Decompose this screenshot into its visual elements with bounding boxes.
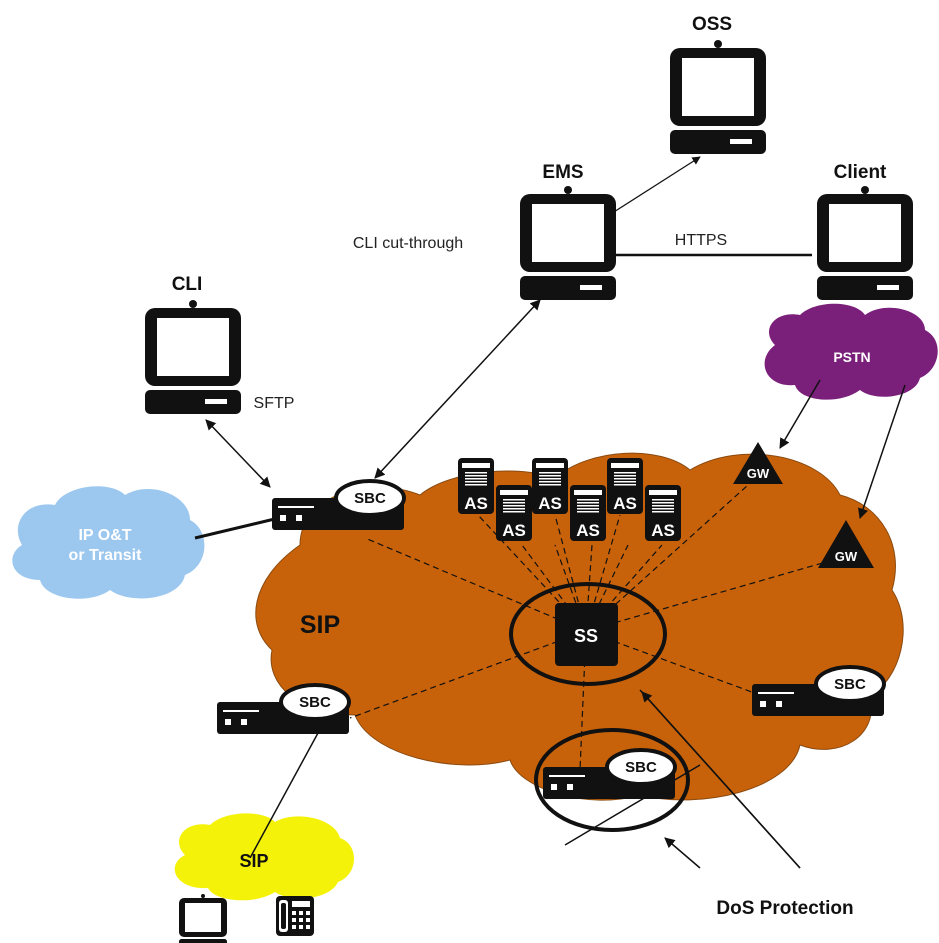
as-server-6[interactable]: AS [645, 485, 681, 541]
pstn-cloud [764, 303, 938, 400]
sip-access-label: SIP [239, 851, 268, 871]
pstn-label: PSTN [833, 349, 870, 365]
as-label: AS [464, 494, 488, 513]
phone-icon[interactable] [276, 896, 314, 936]
ems-label: EMS [542, 162, 583, 183]
as-label: AS [502, 521, 526, 540]
as-server-1[interactable]: AS [458, 458, 494, 514]
softswitch-ss[interactable]: SS [555, 603, 618, 666]
sbc-right[interactable]: SBC [750, 665, 886, 718]
cli-label: CLI [172, 274, 203, 295]
cli-terminal[interactable] [145, 300, 241, 414]
sip-access-cloud [174, 813, 355, 901]
gw-top-label: GW [747, 466, 770, 481]
https-label: HTTPS [675, 232, 727, 249]
sbc-dos-ring [534, 728, 690, 832]
ss-label: SS [574, 626, 598, 646]
as-label: AS [576, 521, 600, 540]
gw-right[interactable]: GW [818, 520, 874, 568]
ss-dos-ring [509, 582, 667, 686]
dos-arrow-ss [641, 691, 801, 869]
sbc-left-label: SBC [299, 694, 331, 711]
as-label: AS [651, 521, 675, 540]
as-server-5[interactable]: AS [570, 485, 606, 541]
ip-ot-cloud [12, 486, 205, 599]
gw-right-label: GW [835, 549, 858, 564]
sbc-right-label: SBC [834, 676, 866, 693]
client-label: Client [834, 162, 887, 183]
sbc-left[interactable]: SBC [215, 683, 351, 736]
cli-cut-through-label: CLI cut-through [353, 235, 463, 252]
sbc-bottom[interactable]: SBC [541, 748, 677, 801]
as-label: AS [613, 494, 637, 513]
client-terminal[interactable] [817, 186, 913, 300]
sbc-top[interactable]: SBC [270, 479, 406, 532]
sbc-top-label: SBC [354, 490, 386, 507]
as-server-2[interactable]: AS [532, 458, 568, 514]
access-terminal-icon[interactable] [179, 894, 227, 943]
as-server-3[interactable]: AS [607, 458, 643, 514]
dos-protection-label: DoS Protection [716, 898, 853, 919]
dos-arrow-sbc [664, 837, 701, 869]
sftp-label: SFTP [254, 395, 295, 412]
ems-terminal[interactable] [520, 186, 616, 300]
as-server-4[interactable]: AS [496, 485, 532, 541]
ip-cloud-line2: or Transit [69, 547, 143, 564]
oss-terminal[interactable] [670, 40, 766, 154]
as-label: AS [538, 494, 562, 513]
sbc-bottom-label: SBC [625, 759, 657, 776]
ip-cloud-line1: IP O&T [78, 527, 131, 544]
sip-core-label: SIP [300, 611, 340, 639]
oss-label: OSS [692, 14, 732, 35]
gw-top[interactable]: GW [733, 442, 783, 484]
